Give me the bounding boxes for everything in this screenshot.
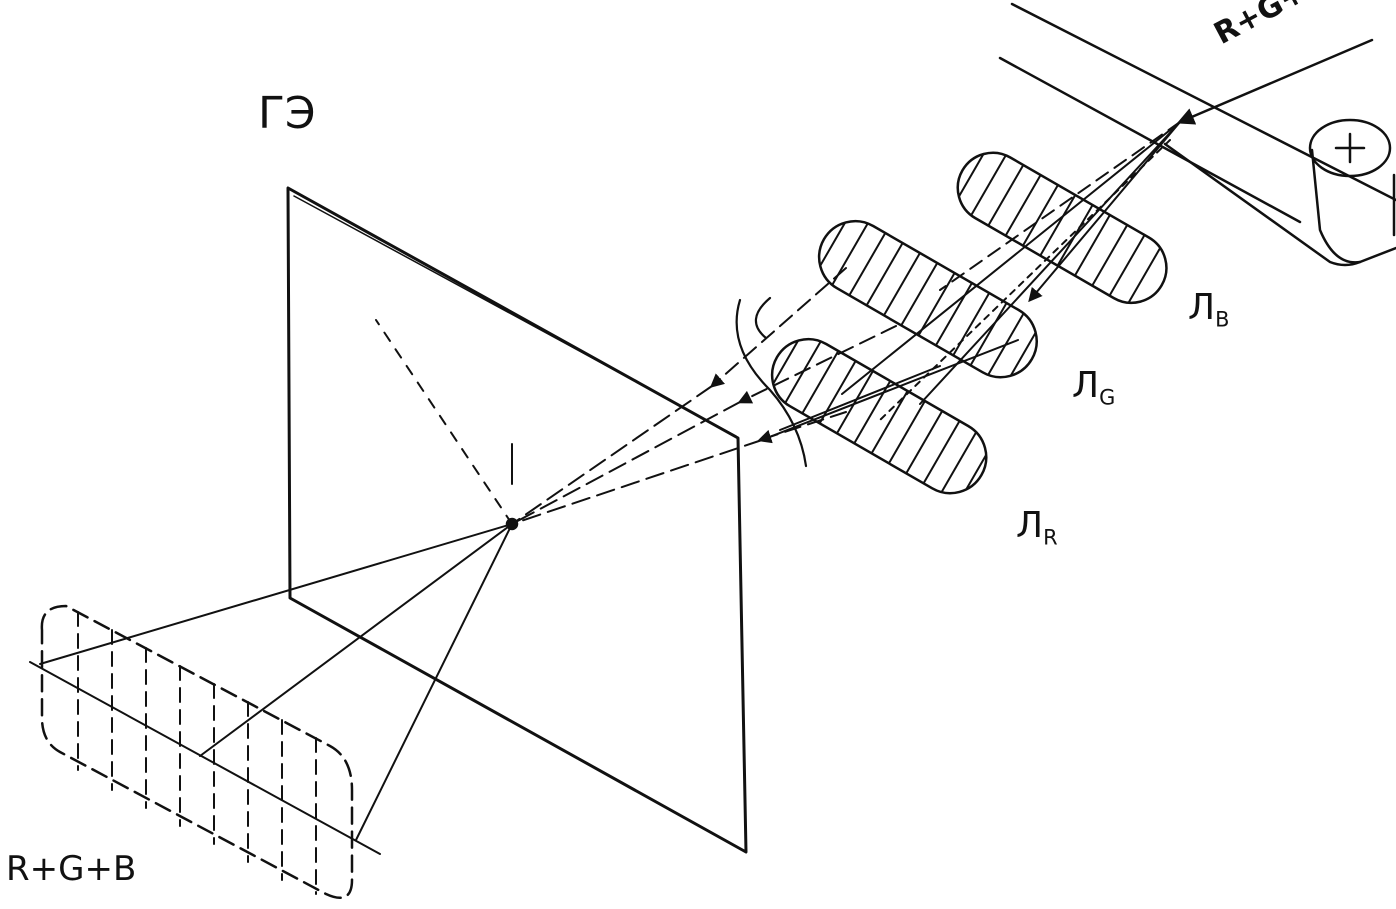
hologram-plate [286,186,748,854]
lens-b-letter: Л [1188,287,1216,328]
focal-rays [39,319,763,841]
lens-b-label: ЛB [1188,290,1229,330]
beams-to-plate [709,267,1019,444]
focal-point [505,517,519,531]
lens-r-letter: Л [1016,505,1044,546]
input-beam [1176,38,1374,125]
light-source [998,2,1396,267]
lens-r-subscript: R [1043,525,1058,550]
lens-g-letter: Л [1072,365,1100,406]
lens-b-subscript: B [1215,307,1230,332]
lens-r-label: ЛR [1016,508,1058,548]
diagram-title: ГЭ [258,88,316,139]
output-label: R+G+B [6,849,137,889]
wavefront-arcs [735,296,808,468]
lens-b [956,151,1168,305]
lens-g [817,219,1038,379]
output-image [29,604,381,899]
lens-r [770,337,988,495]
lens-g-label: ЛG [1072,368,1115,408]
lens-g-subscript: G [1099,385,1116,410]
